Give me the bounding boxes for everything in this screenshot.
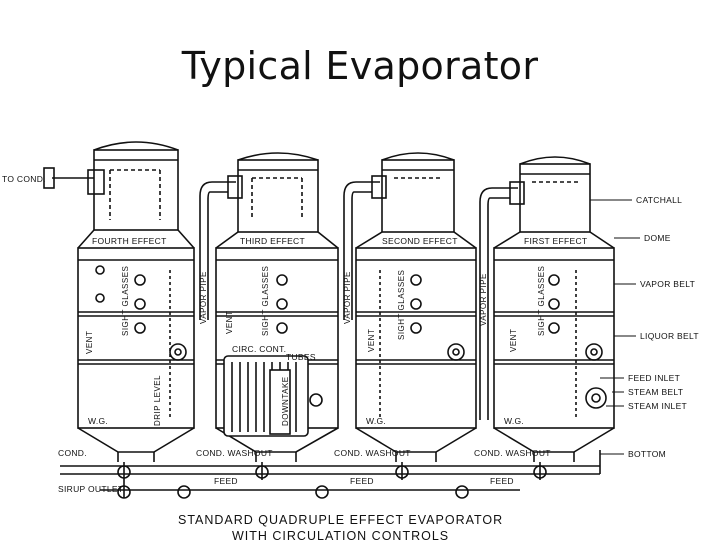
liquor-belt-label: LIQUOR BELT [640, 331, 699, 341]
caption-line-2: WITH CIRCULATION CONTROLS [232, 529, 449, 540]
cond-washout-label-4: COND. WASHOUT [196, 448, 273, 458]
downtake-label: DOWNTAKE [281, 376, 290, 426]
steam-inlet-label: STEAM INLET [628, 401, 687, 411]
caption-line-1: STANDARD QUADRUPLE EFFECT EVAPORATOR [178, 513, 503, 527]
sight-glasses-label-3: SIGHT GLASSES [261, 266, 270, 336]
drip-level-label: DRIP LEVEL [153, 375, 162, 426]
effect-body-3 [215, 247, 339, 462]
to-cond-label: TO COND. [2, 174, 46, 184]
feed-inlet-label: FEED INLET [628, 373, 680, 383]
vent-label-2: VENT [367, 329, 376, 352]
vapor-pipe-label-3: VAPOR PIPE [479, 273, 488, 326]
feed-label-3: FEED [490, 476, 514, 486]
effect-body-2 [355, 247, 477, 462]
right-leaders [590, 199, 640, 455]
wg-label-2: W.G. [366, 416, 386, 426]
feed-label-2: FEED [350, 476, 374, 486]
dome-2 [355, 152, 477, 249]
slide-title: Typical Evaporator [181, 44, 539, 88]
cond-washout-label-2: COND. WASHOUT [474, 448, 551, 458]
circ-cont-label: CIRC. CONT. [232, 344, 286, 354]
sirup-outlet-label: SIRUP OUTLET [58, 484, 123, 494]
effect-body-1 [493, 247, 615, 462]
vent-label-4: VENT [85, 331, 94, 354]
vapor-belt-label: VAPOR BELT [640, 279, 695, 289]
wg-label-4: W.G. [88, 416, 108, 426]
feed-label-1: FEED [214, 476, 238, 486]
dome-1 [493, 156, 615, 249]
sight-glasses-label-1: SIGHT GLASSES [537, 266, 546, 336]
vapor-pipe-label-2: VAPOR PIPE [343, 271, 352, 324]
effect-label-4: FOURTH EFFECT [92, 236, 167, 246]
cond-label: COND. [58, 448, 87, 458]
dome-label: DOME [644, 233, 671, 243]
tubes-label: TUBES [286, 352, 316, 362]
effect-label-3: THIRD EFFECT [240, 236, 305, 246]
cond-washout-label-3: COND. WASHOUT [334, 448, 411, 458]
wg-label-1: W.G. [504, 416, 524, 426]
vapor-pipe-label-1: VAPOR PIPE [199, 271, 208, 324]
sight-glasses-label-4: SIGHT GLASSES [121, 266, 130, 336]
vent-label-3: VENT [225, 311, 234, 334]
dome-3 [215, 152, 339, 249]
effect-label-1: FIRST EFFECT [524, 236, 587, 246]
sight-glasses-label-2: SIGHT GLASSES [397, 270, 406, 340]
effect-label-2: SECOND EFFECT [382, 236, 458, 246]
vent-label-1: VENT [509, 329, 518, 352]
bottom-label: BOTTOM [628, 449, 666, 459]
effect-body-4 [77, 247, 195, 462]
vapor-pipes [43, 167, 525, 420]
evaporator-diagram: FOURTH EFFECT THIRD EFFECT SECOND EFFECT… [2, 141, 699, 540]
bottom-piping [60, 450, 601, 499]
dome-4 [77, 141, 195, 249]
catchall-label: CATCHALL [636, 195, 682, 205]
steam-belt-label: STEAM BELT [628, 387, 683, 397]
